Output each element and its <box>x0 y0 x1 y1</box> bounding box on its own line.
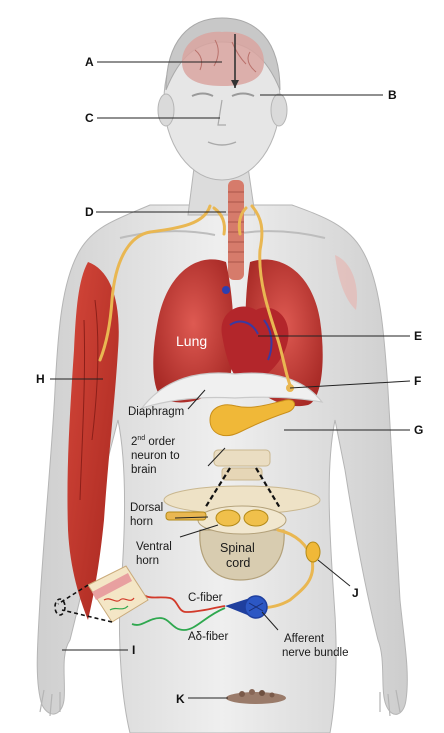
diaphragm-label: Diaphragm <box>128 406 184 418</box>
label-g: G <box>414 423 423 437</box>
ventral-horn-label-1: Ventral <box>136 541 172 553</box>
a-delta-fiber-label: Aδ-fiber <box>188 631 228 643</box>
label-j: J <box>352 586 359 600</box>
c-fiber-label: C-fiber <box>188 592 223 604</box>
spinal-cord-label-1: Spinal <box>220 541 255 555</box>
neuron-to-label: neuron to <box>131 450 180 462</box>
brain-label: brain <box>131 464 157 476</box>
brain <box>182 32 264 88</box>
label-c: C <box>85 111 94 125</box>
dorsal-horn-label-2: horn <box>130 516 153 528</box>
label-d: D <box>85 205 94 219</box>
label-k: K <box>176 692 185 706</box>
label-h: H <box>36 372 45 386</box>
dorsal-root-ganglion <box>306 542 320 562</box>
lung-label: Lung <box>176 333 207 349</box>
trachea <box>228 180 244 280</box>
label-f: F <box>414 374 421 388</box>
afferent-label-1: Afferent <box>284 633 325 645</box>
dorsal-horn-label-1: Dorsal <box>130 502 163 514</box>
label-e: E <box>414 329 422 343</box>
afferent-label-2: nerve bundle <box>282 647 349 659</box>
label-i: I <box>132 643 135 657</box>
label-a: A <box>85 55 94 69</box>
label-b: B <box>388 88 397 102</box>
ventral-horn-label-2: horn <box>136 555 159 567</box>
spinal-cord-label-2: cord <box>226 556 250 570</box>
